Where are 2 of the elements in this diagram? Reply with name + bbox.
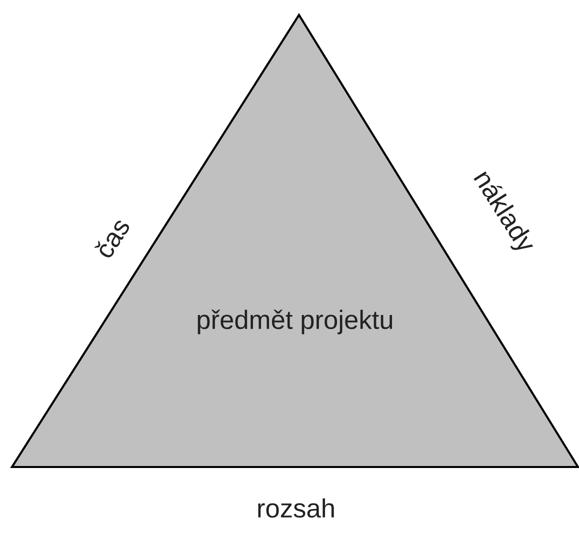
side-label: čas bbox=[94, 220, 129, 258]
side-label: rozsah bbox=[258, 498, 334, 518]
